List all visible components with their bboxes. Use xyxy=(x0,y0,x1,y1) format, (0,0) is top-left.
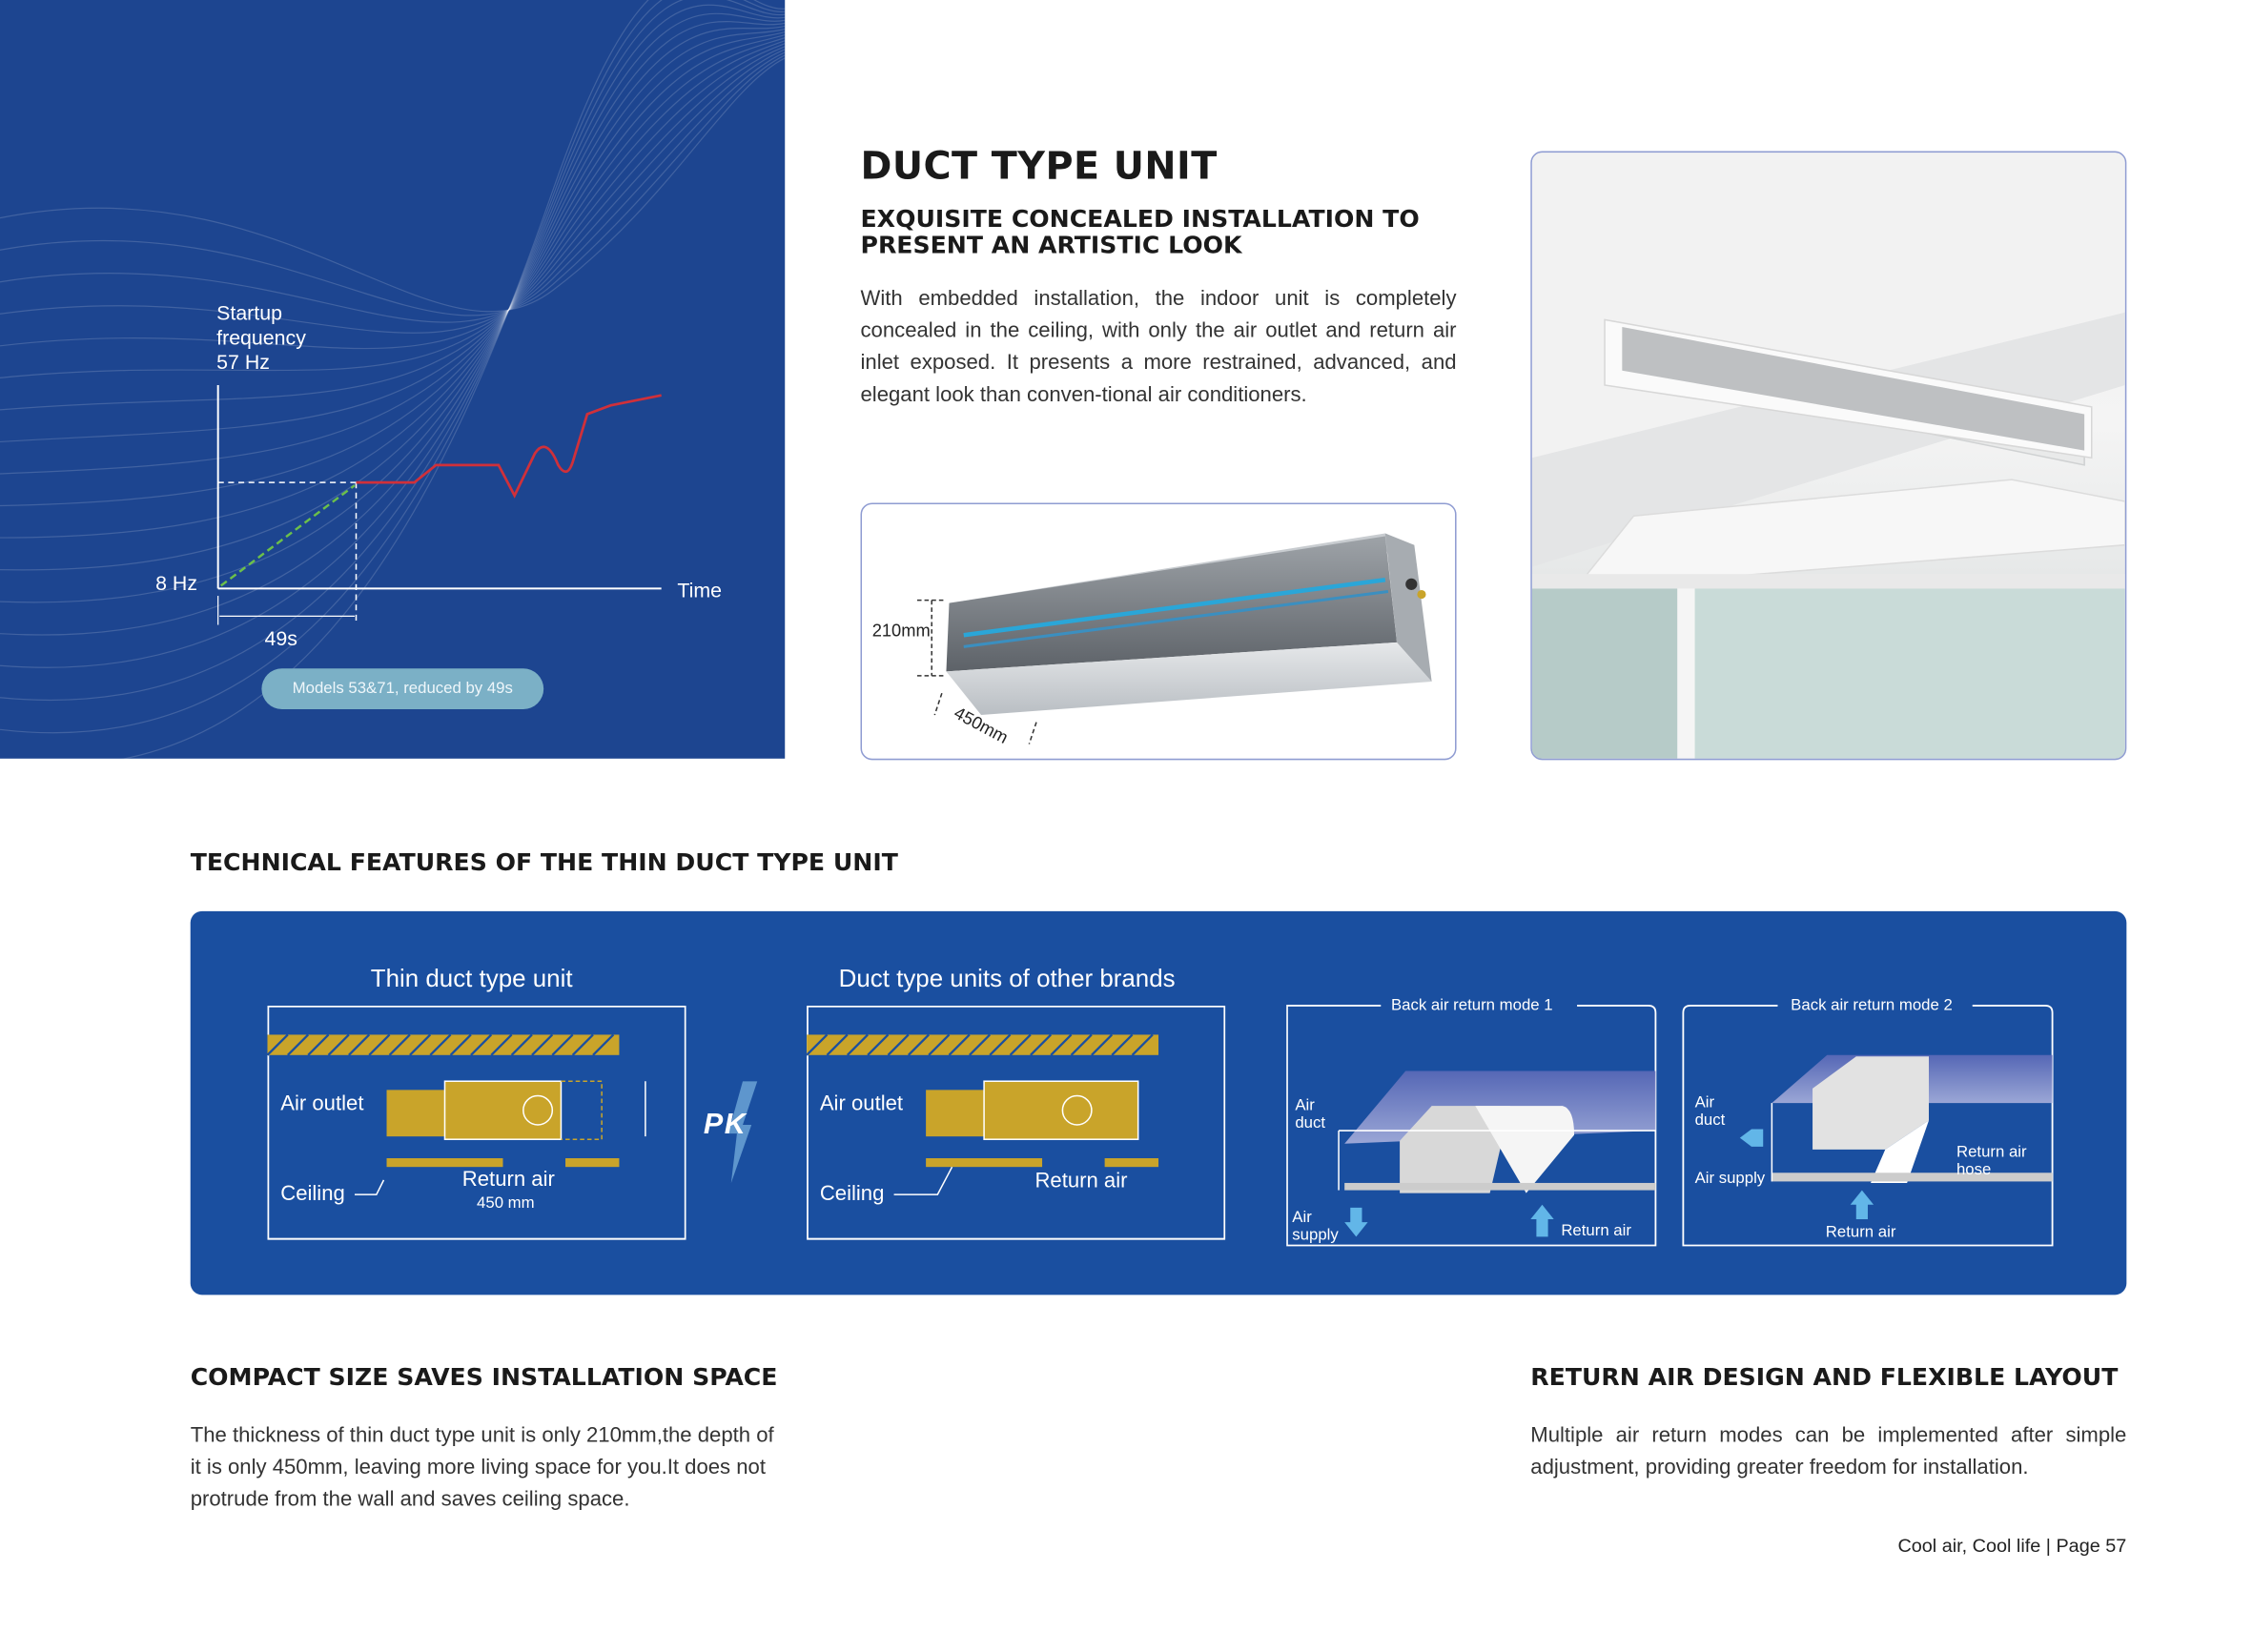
compact-heading: COMPACT SIZE SAVES INSTALLATION SPACE xyxy=(190,1362,778,1391)
mode2-air-supply-label: Air supply xyxy=(1694,1170,1766,1188)
height-dimension-label: 210mm xyxy=(871,620,931,642)
ceiling-installation-photo xyxy=(1530,151,2127,761)
wave-line xyxy=(0,49,786,334)
versus-lightning-icon xyxy=(727,1081,758,1183)
mode1-air-duct-label: Air duct xyxy=(1295,1096,1326,1132)
wave-line xyxy=(0,0,786,702)
mode2-diagram xyxy=(1682,1005,2054,1247)
mode2-return-air-label: Return air xyxy=(1825,1223,1896,1241)
wave-line xyxy=(121,0,786,759)
other-ceiling-label: Ceiling xyxy=(819,1182,885,1207)
wave-line xyxy=(0,46,786,350)
page-subtitle: EXQUISITE CONCEALED INSTALLATION TO PRES… xyxy=(860,204,1420,259)
intro-paragraph: With embedded installation, the indoor u… xyxy=(860,287,1457,407)
wave-line xyxy=(0,51,786,323)
tech-features-panel: Thin duct type unit Air outlet Ceiling R… xyxy=(190,910,2127,1295)
wave-line xyxy=(0,12,786,636)
other-unit-title: Duct type units of other brands xyxy=(838,965,1176,993)
wave-line xyxy=(0,4,786,668)
versus-label: PK xyxy=(703,1109,748,1141)
thin-air-outlet-label: Air outlet xyxy=(280,1092,364,1116)
wave-line xyxy=(0,0,786,734)
compact-paragraph: The thickness of thin duct type unit is … xyxy=(190,1424,774,1512)
wave-line xyxy=(0,20,786,603)
footer-page-label: Page xyxy=(2056,1534,2100,1557)
wave-line xyxy=(0,57,786,313)
y-label-line: Startup xyxy=(216,300,282,324)
mode1-air-supply-label: Air supply xyxy=(1292,1209,1339,1244)
frequency-curve xyxy=(356,394,662,499)
wave-line xyxy=(0,37,786,443)
other-unit-diagram xyxy=(807,1005,1226,1240)
duct-unit-image xyxy=(916,533,1432,744)
wave-line xyxy=(0,28,786,539)
page-title: DUCT TYPE UNIT xyxy=(860,145,1218,190)
other-return-air-label: Return air xyxy=(1034,1170,1128,1193)
mode2-return-hose-label: Return air hose xyxy=(1956,1143,2027,1179)
wave-background xyxy=(0,0,786,759)
thin-unit-title: Thin duct type unit xyxy=(370,965,573,993)
mode2-title: Back air return mode 2 xyxy=(1791,996,1953,1015)
y-label-line: frequency xyxy=(216,325,306,349)
wave-line xyxy=(0,40,786,411)
interval-label: 49s xyxy=(264,626,297,650)
thin-depth-label: 450 mm xyxy=(477,1194,535,1213)
y-label-line: 57 Hz xyxy=(216,350,270,374)
footer-slogan: Cool air, Cool life | xyxy=(1897,1534,2051,1557)
thin-return-air-label: Return air xyxy=(461,1168,555,1193)
footer-page-number: 57 xyxy=(2105,1534,2127,1557)
mode2-air-duct-label: Air duct xyxy=(1694,1093,1726,1130)
product-image-frame: 210mm 450mm xyxy=(860,502,1457,761)
thin-ceiling-label: Ceiling xyxy=(280,1182,345,1207)
wave-line xyxy=(0,43,786,378)
wave-line xyxy=(0,31,786,507)
x-axis-label: Time xyxy=(677,578,723,602)
return-air-paragraph: Multiple air return modes can be impleme… xyxy=(1530,1424,2127,1479)
page-footer: Cool air, Cool life | Page 57 xyxy=(1897,1535,2126,1557)
tech-section-heading: TECHNICAL FEATURES OF THE THIN DUCT TYPE… xyxy=(190,848,898,877)
mode1-return-air-label: Return air xyxy=(1561,1222,1631,1240)
wave-line xyxy=(0,54,786,316)
other-air-outlet-label: Air outlet xyxy=(819,1092,904,1116)
y-axis-label: Startup frequency 57 Hz xyxy=(216,301,306,376)
thin-unit-diagram xyxy=(267,1005,686,1240)
return-air-heading: RETURN AIR DESIGN AND FLEXIBLE LAYOUT xyxy=(1530,1362,2119,1391)
startup-ramp-line xyxy=(219,484,356,587)
min-frequency-label: 8 Hz xyxy=(155,571,198,595)
wave-line xyxy=(0,34,786,475)
mode1-title: Back air return mode 1 xyxy=(1390,996,1553,1015)
mode1-diagram xyxy=(1286,1005,1657,1247)
reduction-badge: Models 53&71, reduced by 49s xyxy=(261,668,544,709)
wave-line xyxy=(0,25,786,571)
startup-frequency-illustration: Startup frequency 57 Hz 8 Hz Time 49s Mo… xyxy=(0,0,786,759)
